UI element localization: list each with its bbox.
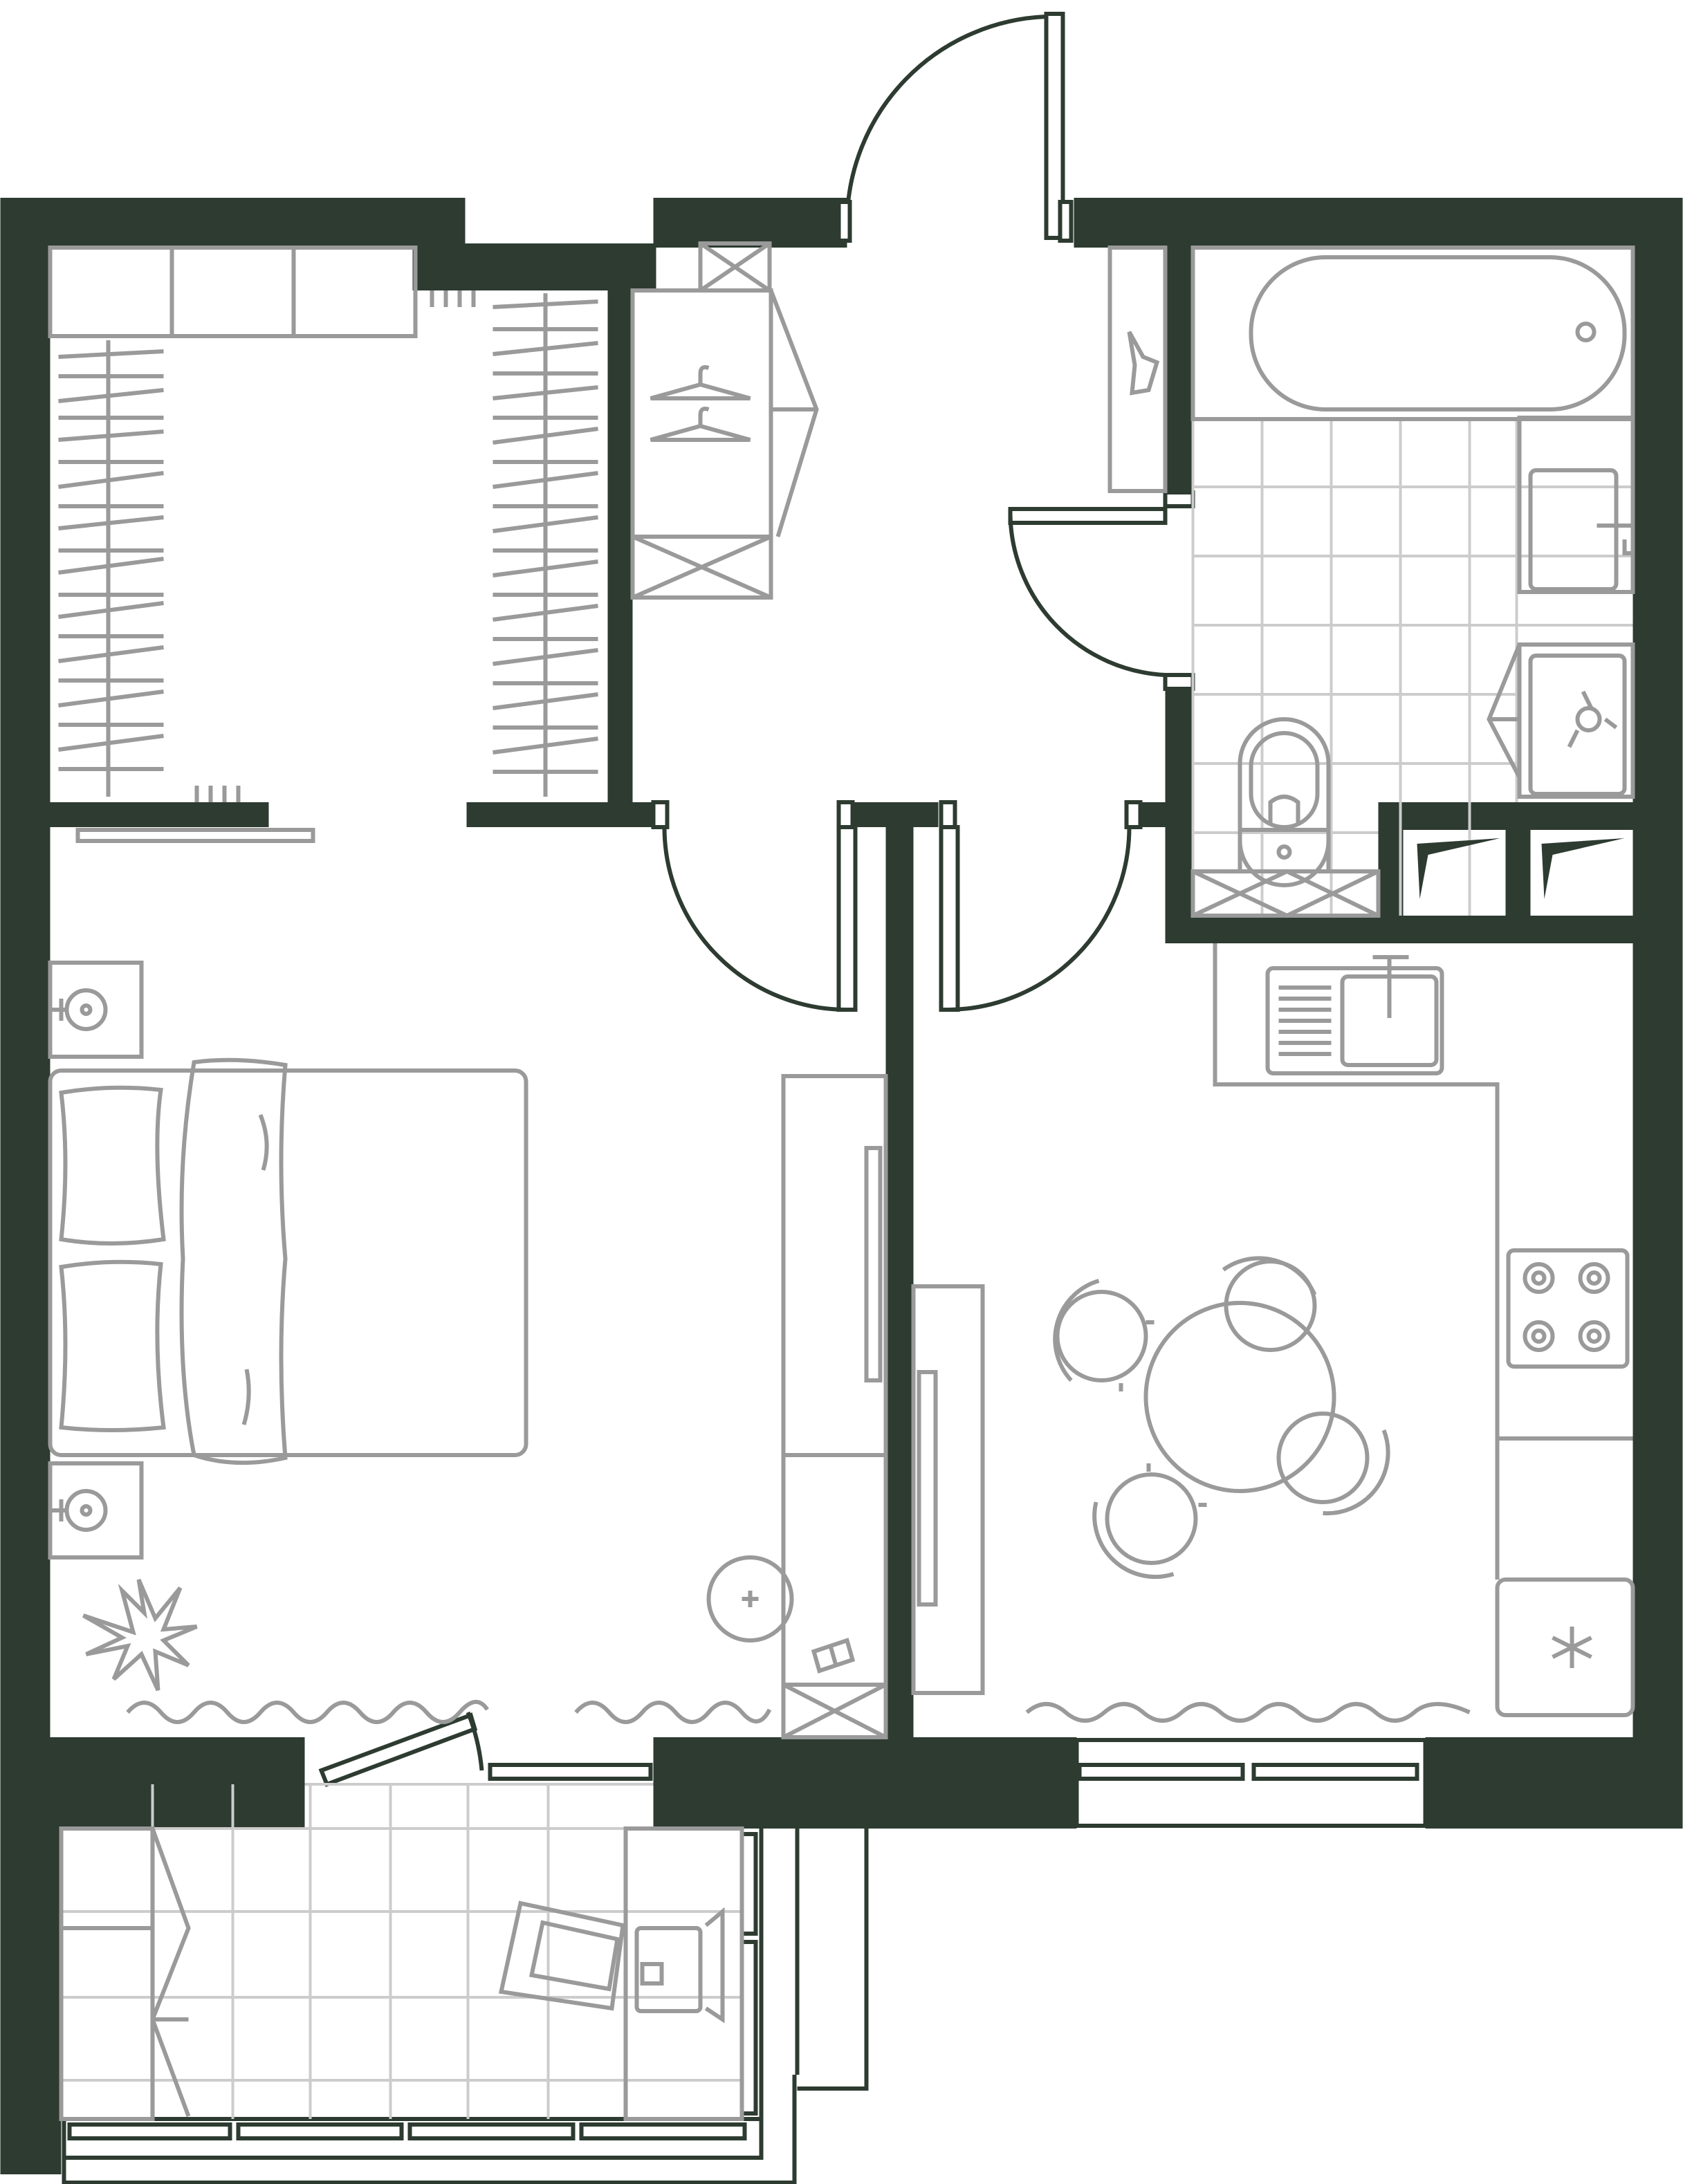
- armchair-icon: [498, 1900, 625, 2011]
- kitchen-sink-icon: [1213, 943, 1633, 1441]
- tv-unit-icon: [911, 1284, 985, 1695]
- nightstand-icon: [48, 961, 144, 1560]
- bathtub-icon: [1190, 246, 1635, 421]
- chair-icon: [1053, 1256, 1390, 1579]
- window-icon: [62, 1711, 1428, 2184]
- pillow-icon: [59, 1085, 166, 1432]
- dining-table-icon: [1143, 1301, 1336, 1493]
- sink-icon: [1517, 416, 1635, 594]
- washing-machine-icon: [1487, 642, 1635, 799]
- stove-icon: [1506, 1248, 1630, 1369]
- hanger-icon: [630, 241, 819, 600]
- shoe-icon: [1107, 246, 1168, 493]
- shaft: [1417, 838, 1625, 899]
- plant-icon: [82, 1578, 198, 1692]
- curtain: [126, 1700, 1471, 1724]
- walls: [0, 198, 1683, 2174]
- desk-icon: [623, 1826, 744, 2121]
- fridge-icon: [1495, 1438, 1635, 1717]
- toilet-icon: [1190, 717, 1381, 918]
- wardrobe-icon: [781, 1074, 888, 1739]
- wardrobe-icon: [48, 246, 598, 843]
- bed-icon: [48, 1057, 528, 1465]
- bathroom-tiles: [1191, 418, 1633, 916]
- balcony-storage: [59, 1826, 191, 2121]
- ottoman-icon: [706, 1555, 794, 1642]
